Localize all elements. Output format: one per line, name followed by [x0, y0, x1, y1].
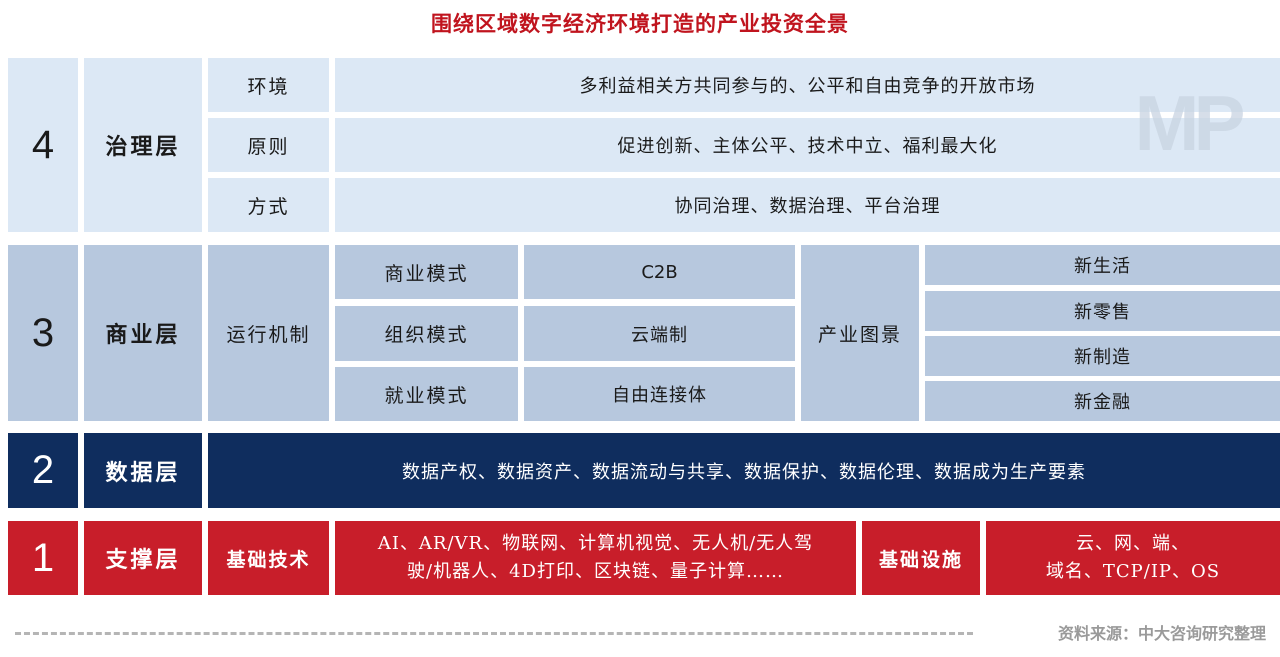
footer-divider: [15, 632, 973, 635]
employment-model-value: 自由连接体: [524, 367, 795, 421]
industry-item-new-finance: 新金融: [925, 381, 1280, 421]
basic-technology-content: AI、AR/VR、物联网、计算机视觉、无人机/无人驾 驶/机器人、4D打印、区块…: [335, 521, 856, 595]
governance-label-principle: 原则: [208, 118, 329, 172]
governance-label-method: 方式: [208, 178, 329, 232]
layer-4-name: 治理层: [84, 58, 202, 232]
watermark-logo: MP: [1134, 79, 1246, 167]
organization-model-label: 组织模式: [335, 306, 518, 361]
industry-item-new-life: 新生活: [925, 245, 1280, 285]
governance-content-principle: 促进创新、主体公平、技术中立、福利最大化: [335, 118, 1280, 172]
infrastructure-label: 基础设施: [862, 521, 980, 595]
industry-item-new-retail: 新零售: [925, 291, 1280, 331]
layer-1-name: 支撑层: [84, 521, 202, 595]
infrastructure-line-1: 云、网、端、: [1076, 533, 1190, 554]
governance-label-environment: 环境: [208, 58, 329, 112]
data-layer-content: 数据产权、数据资产、数据流动与共享、数据保护、数据伦理、数据成为生产要素: [208, 433, 1280, 508]
employment-model-label: 就业模式: [335, 367, 518, 421]
governance-content-environment: 多利益相关方共同参与的、公平和自由竞争的开放市场: [335, 58, 1280, 112]
infrastructure-content: 云、网、端、 域名、TCP/IP、OS: [986, 521, 1280, 595]
layer-2-number: 2: [8, 433, 78, 508]
business-mechanism-label: 运行机制: [208, 245, 329, 421]
source-note: 资料来源：中大咨询研究整理: [1057, 624, 1266, 643]
layer-2-name: 数据层: [84, 433, 202, 508]
layer-1-number: 1: [8, 521, 78, 595]
business-model-value: C2B: [524, 245, 795, 299]
basic-technology-line-1: AI、AR/VR、物联网、计算机视觉、无人机/无人驾: [377, 533, 814, 554]
governance-content-method: 协同治理、数据治理、平台治理: [335, 178, 1280, 232]
basic-technology-label: 基础技术: [208, 521, 329, 595]
organization-model-value: 云端制: [524, 306, 795, 361]
basic-technology-line-2: 驶/机器人、4D打印、区块链、量子计算……: [407, 561, 784, 582]
layer-3-name: 商业层: [84, 245, 202, 421]
layer-4-number: 4: [8, 58, 78, 232]
layer-3-number: 3: [8, 245, 78, 421]
industry-item-new-manufacturing: 新制造: [925, 336, 1280, 376]
business-model-label: 商业模式: [335, 245, 518, 299]
industry-landscape-label: 产业图景: [801, 245, 919, 421]
page-title: 围绕区域数字经济环境打造的产业投资全景: [431, 11, 849, 36]
infrastructure-line-2: 域名、TCP/IP、OS: [1045, 561, 1221, 582]
